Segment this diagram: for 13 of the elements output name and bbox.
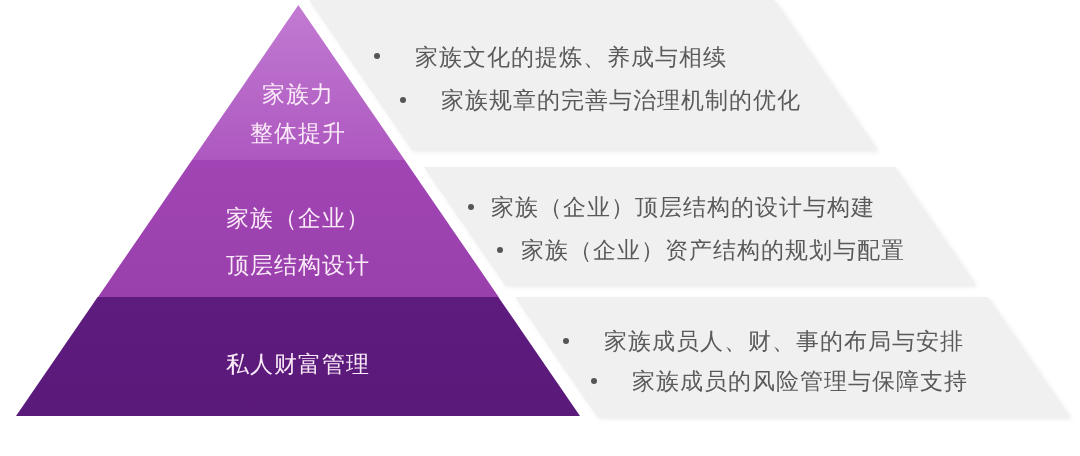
list-item: 家族（企业）顶层结构的设计与构建: [491, 194, 875, 220]
text-band: [424, 167, 976, 285]
text-band: [515, 297, 1071, 417]
list-item: 家族成员人、财、事的布局与安排: [604, 328, 964, 354]
list-item: 家族成员的风险管理与保障支持: [632, 368, 968, 394]
pyramid-tier: [191, 5, 405, 160]
tier-label: 家族（企业）顶层结构设计: [226, 204, 370, 280]
list-item: 家族（企业）资产结构的规划与配置: [521, 237, 905, 263]
list-item: 家族文化的提炼、养成与相续: [415, 44, 727, 70]
tier-label: 私人财富管理: [226, 350, 370, 379]
tier-label: 家族力整体提升: [250, 80, 346, 148]
pyramid-tier: [16, 297, 580, 416]
list-item: 家族规章的完善与治理机制的优化: [441, 87, 801, 113]
